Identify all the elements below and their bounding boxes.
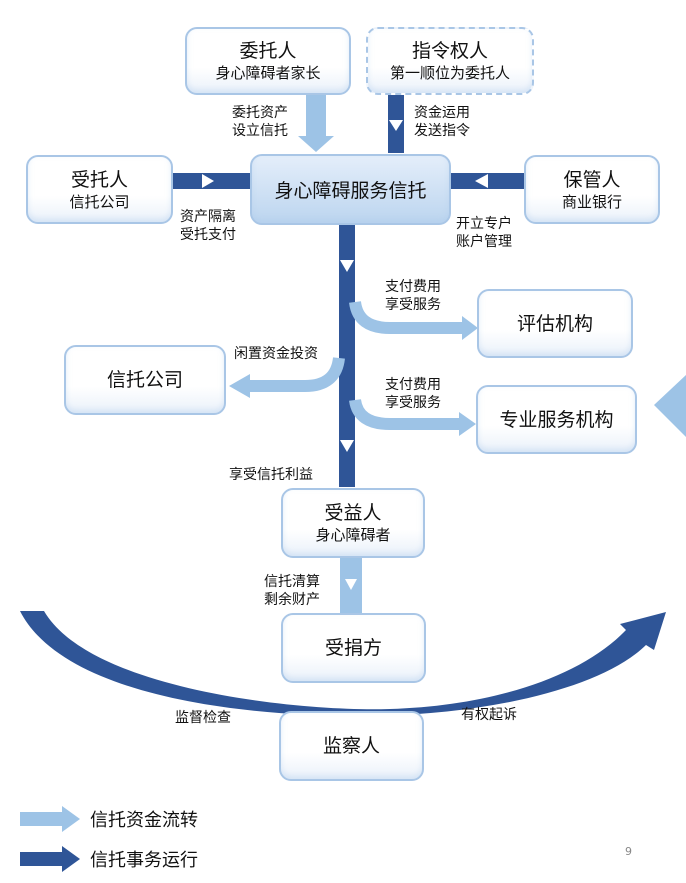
- arrowhead-invest: [229, 374, 250, 398]
- node-beneficiary-title: 受益人: [324, 502, 382, 524]
- arrow-custodian-operation: [451, 173, 524, 189]
- node-trustee-title: 受托人: [70, 168, 128, 191]
- legend-label-fund: 信托资金流转: [90, 810, 198, 831]
- label-settle: 委托资产 设立信托: [232, 104, 288, 140]
- node-custodian-title: 保管人: [563, 168, 621, 191]
- node-donee-title: 受捐方: [324, 637, 382, 659]
- label-instruct-line1: 资金运用: [414, 105, 470, 121]
- arrow-instruct-operation: [388, 95, 404, 153]
- node-beneficiary[interactable]: 受益人 身心障碍者: [281, 488, 425, 558]
- arrow-pay-assessment: [349, 300, 463, 334]
- node-protector-title: 指令权人: [411, 40, 488, 62]
- legend-label-operation: 信托事务运行: [90, 850, 198, 871]
- label-custody-line1: 开立专户: [456, 216, 512, 232]
- arrow-invest: [248, 356, 345, 392]
- label-supervise: 监督检查: [175, 710, 231, 726]
- node-protector-subtitle: 第一顺位为委托人: [389, 64, 510, 82]
- arrow-liquidate-fund: [340, 557, 362, 613]
- label-pay-professional-line1: 支付费用: [385, 377, 441, 393]
- label-isolate-line2: 受托支付: [180, 227, 236, 243]
- node-protector[interactable]: 指令权人 第一顺位为委托人: [366, 27, 534, 95]
- label-custody: 开立专户 账户管理: [456, 215, 512, 251]
- arrow-trustee-operation: [173, 173, 250, 189]
- node-trustee-subtitle: 信托公司: [69, 192, 130, 211]
- node-settlor[interactable]: 委托人 身心障碍者家长: [185, 27, 351, 95]
- label-invest: 闲置资金投资: [234, 346, 318, 362]
- label-isolate-line1: 资产隔离: [180, 209, 236, 225]
- label-pay-assessment: 支付费用 享受服务: [385, 278, 441, 314]
- node-beneficiary-subtitle: 身心障碍者: [315, 526, 391, 544]
- node-custodian-subtitle: 商业银行: [561, 192, 622, 211]
- label-settle-line2: 设立信托: [232, 123, 288, 139]
- node-settlor-title: 委托人: [239, 40, 297, 62]
- node-professional[interactable]: 专业服务机构: [476, 385, 637, 454]
- node-assessment-title: 评估机构: [516, 312, 593, 335]
- side-pointer-triangle: [654, 375, 686, 437]
- label-liquidate-line2: 剩余财产: [264, 592, 320, 608]
- node-trustee[interactable]: 受托人 信托公司: [26, 155, 173, 224]
- label-custody-line2: 账户管理: [456, 234, 512, 250]
- arrowhead-pay-professional: [459, 412, 476, 436]
- label-pay-professional: 支付费用 享受服务: [385, 376, 441, 412]
- node-trust-title: 身心障碍服务信托: [274, 180, 427, 202]
- node-trust-company[interactable]: 信托公司: [64, 345, 226, 415]
- label-pay-professional-line2: 享受服务: [385, 395, 441, 411]
- label-benefit: 享受信托利益: [229, 467, 313, 483]
- legend-item-operation: 信托事务运行: [82, 846, 198, 872]
- node-trust-company-title: 信托公司: [106, 369, 183, 391]
- node-supervisor[interactable]: 监察人: [279, 711, 424, 781]
- node-supervisor-title: 监察人: [322, 735, 380, 757]
- legend-item-fund: 信托资金流转: [82, 806, 198, 832]
- arrow-main-trunk: [339, 225, 355, 487]
- label-liquidate: 信托清算 剩余财产: [264, 573, 320, 609]
- node-donee[interactable]: 受捐方: [281, 613, 426, 683]
- label-instruct-line2: 发送指令: [414, 123, 470, 139]
- label-pay-assessment-line1: 支付费用: [385, 279, 441, 295]
- legend-arrow-fund: [20, 806, 80, 832]
- node-settlor-subtitle: 身心障碍者家长: [215, 64, 321, 82]
- page-number: 9: [625, 845, 632, 858]
- label-isolate: 资产隔离 受托支付: [180, 208, 236, 244]
- label-instruct: 资金运用 发送指令: [414, 104, 470, 140]
- arrow-settle-fund: [298, 95, 334, 152]
- label-liquidate-line1: 信托清算: [264, 574, 320, 590]
- arrow-pay-professional: [349, 398, 460, 430]
- node-custodian[interactable]: 保管人 商业银行: [524, 155, 660, 224]
- label-sue: 有权起诉: [461, 707, 517, 723]
- label-pay-assessment-line2: 享受服务: [385, 297, 441, 313]
- label-settle-line1: 委托资产: [232, 105, 288, 121]
- arrowhead-pay-assessment: [462, 316, 478, 340]
- node-trust[interactable]: 身心障碍服务信托: [250, 154, 451, 225]
- node-assessment[interactable]: 评估机构: [477, 289, 633, 358]
- node-professional-title: 专业服务机构: [499, 408, 614, 431]
- arrow-supervision-curve: [20, 611, 666, 716]
- legend-arrow-operation: [20, 846, 80, 872]
